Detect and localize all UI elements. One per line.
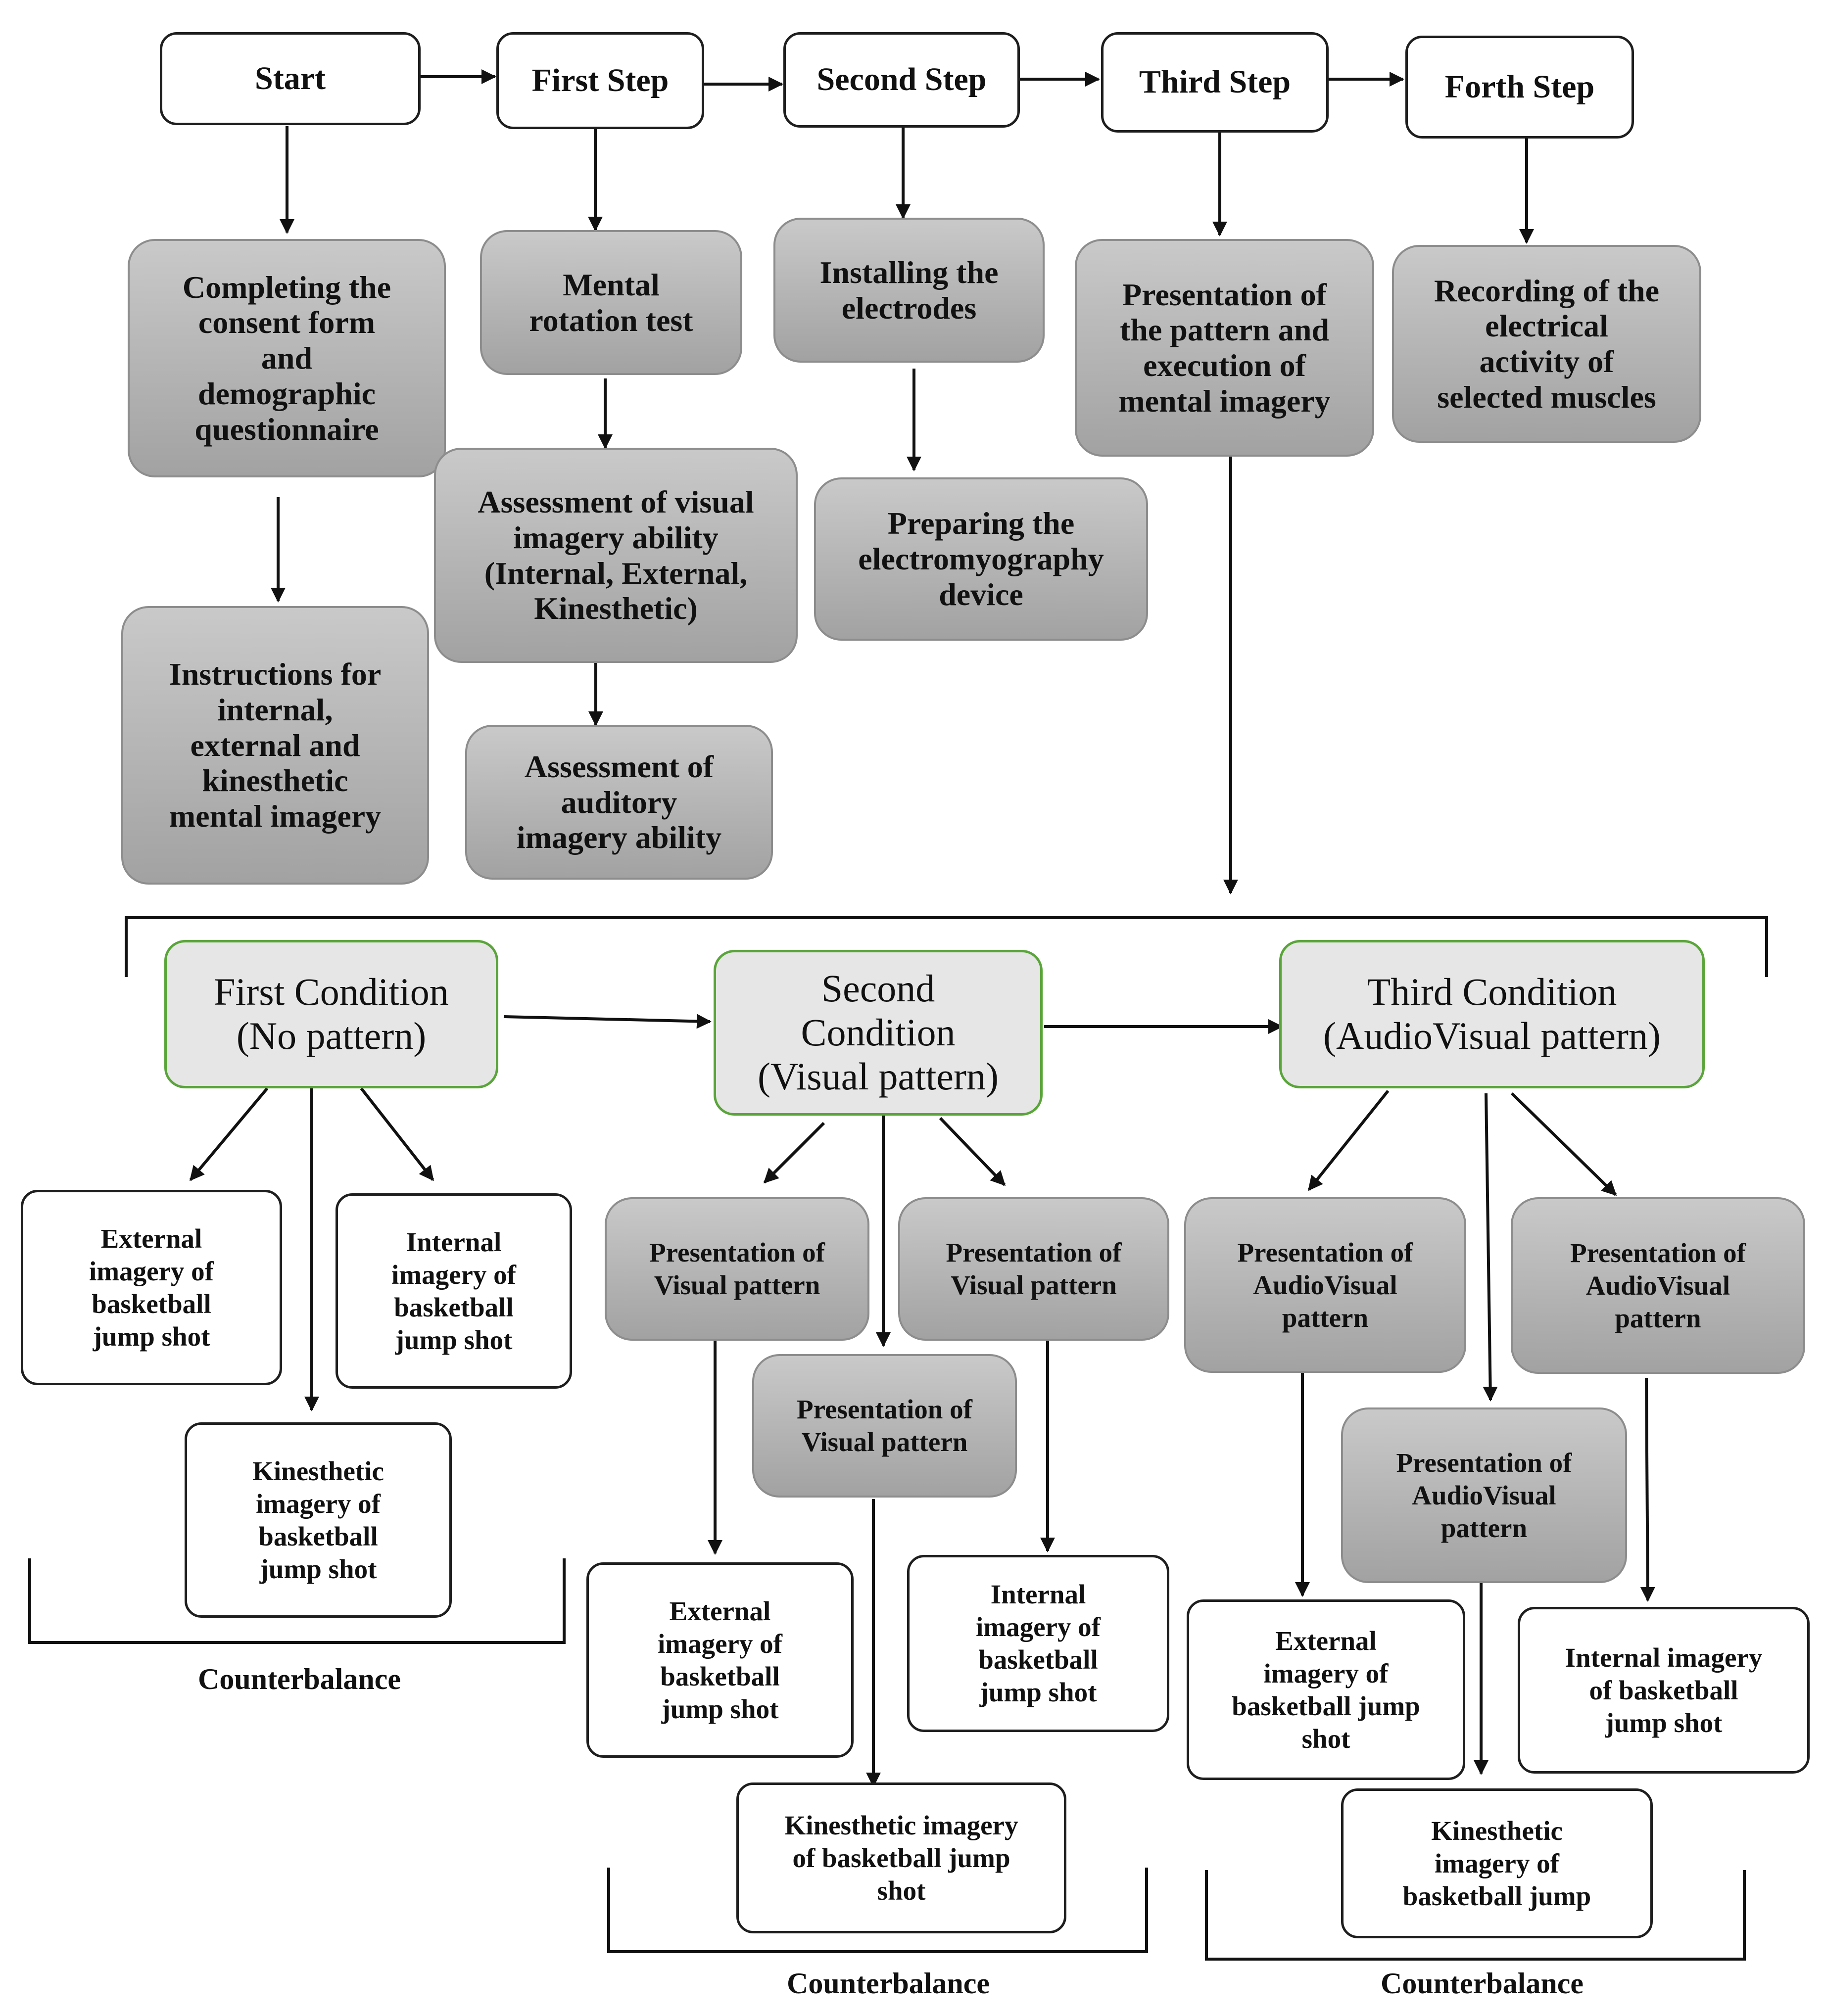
instructions-box: Instructions for internal, external and …	[121, 606, 429, 885]
counterbalance-brace-2	[607, 1868, 1148, 1953]
cond2-visual-pattern-right-box: Presentation of Visual pattern	[898, 1197, 1169, 1341]
cond3-audiovisual-pattern-left-box: Presentation of AudioVisual pattern	[1184, 1197, 1466, 1373]
visual-imagery-assessment-box: Assessment of visual imagery ability (In…	[434, 448, 798, 663]
third-condition-box: Third Condition (AudioVisual pattern)	[1279, 940, 1705, 1088]
consent-form-box: Completing the consent form and demograp…	[128, 239, 446, 477]
counterbalance-label-2: Counterbalance	[787, 1967, 990, 2000]
arrow-cond3-left	[1307, 1090, 1390, 1191]
arrow-cond2-right	[939, 1117, 1006, 1186]
arrow-cond2-left	[763, 1122, 825, 1184]
cond2-internal-imagery-box: Internal imagery of basketball jump shot	[907, 1555, 1169, 1732]
step-start: Start	[160, 32, 421, 125]
installing-electrodes-box: Installing the electrodes	[773, 218, 1045, 363]
step-forth: Forth Step	[1405, 36, 1634, 139]
arrow-cond1-internal	[360, 1087, 434, 1181]
cond2-visual-pattern-left-box: Presentation of Visual pattern	[605, 1197, 869, 1341]
arrow-cond1-to-cond2	[503, 1014, 712, 1029]
cond1-internal-imagery-box: Internal imagery of basketball jump shot	[336, 1193, 572, 1389]
cond3-audiovisual-pattern-right-box: Presentation of AudioVisual pattern	[1511, 1197, 1805, 1374]
counterbalance-label-3: Counterbalance	[1381, 1967, 1584, 2000]
counterbalance-label-1: Counterbalance	[198, 1663, 401, 1695]
cond1-kinesthetic-imagery-box: Kinesthetic imagery of basketball jump s…	[185, 1422, 452, 1618]
cond3-external-imagery-box: External imagery of basketball jump shot	[1187, 1599, 1465, 1780]
auditory-imagery-assessment-box: Assessment of auditory imagery ability	[465, 725, 773, 880]
emg-recording-box: Recording of the electrical activity of …	[1392, 245, 1701, 443]
arrow-cond3-mid	[1483, 1093, 1498, 1402]
cond2-external-imagery-box: External imagery of basketball jump shot	[586, 1562, 854, 1758]
arrow-cond1-external	[189, 1087, 269, 1181]
counterbalance-brace-1	[28, 1558, 566, 1644]
cond1-external-imagery-box: External imagery of basketball jump shot	[21, 1190, 282, 1385]
step-first: First Step	[496, 32, 704, 129]
arrow-cond3-right-down	[1640, 1377, 1655, 1602]
first-condition-box: First Condition (No pattern)	[164, 940, 498, 1088]
second-condition-box: Second Condition (Visual pattern)	[714, 950, 1043, 1116]
mental-rotation-box: Mental rotation test	[480, 230, 742, 375]
step-second: Second Step	[783, 32, 1020, 128]
cond2-visual-pattern-mid-box: Presentation of Visual pattern	[752, 1354, 1017, 1498]
emg-device-box: Preparing the electromyography device	[814, 477, 1148, 641]
cond3-kinesthetic-imagery-box: Kinesthetic imagery of basketball jump	[1341, 1788, 1653, 1938]
pattern-execution-box: Presentation of the pattern and executio…	[1075, 239, 1374, 457]
counterbalance-brace-3	[1205, 1870, 1746, 1961]
arrow-cond3-right	[1510, 1092, 1617, 1196]
cond3-audiovisual-pattern-mid-box: Presentation of AudioVisual pattern	[1341, 1407, 1627, 1583]
conditions-brace	[125, 916, 1768, 977]
step-third: Third Step	[1101, 32, 1329, 133]
cond3-internal-imagery-box: Internal imagery of basketball jump shot	[1518, 1607, 1810, 1774]
cond2-kinesthetic-imagery-box: Kinesthetic imagery of basketball jump s…	[736, 1782, 1066, 1933]
